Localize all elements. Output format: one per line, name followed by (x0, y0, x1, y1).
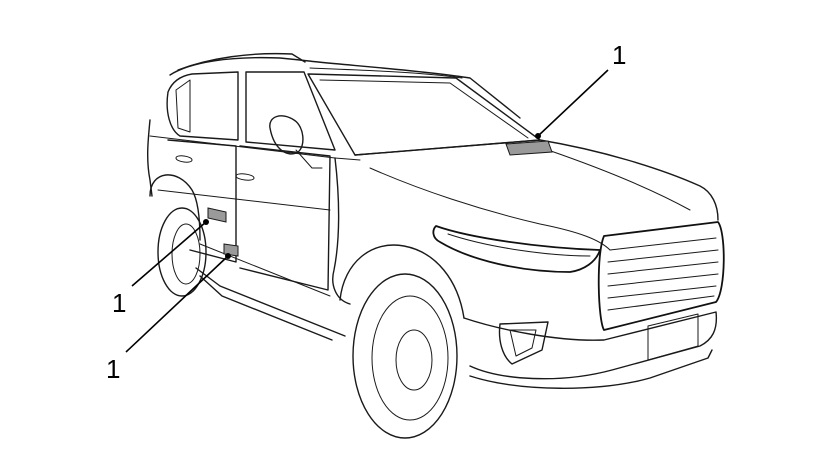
door-handle-front (235, 173, 255, 181)
front-fender (332, 157, 351, 305)
rear-wheel-inner (171, 223, 201, 285)
roof-outline (169, 56, 521, 119)
fog-light-bezel (498, 321, 549, 365)
door-front (239, 145, 331, 291)
rear-wheel-arch (149, 174, 201, 241)
leader-dot-b-pillar (203, 219, 209, 225)
windshield-label-plate (505, 140, 553, 156)
lower-bumper (469, 349, 713, 389)
leader-windshield (537, 69, 609, 137)
door-sill-label-plate (223, 243, 239, 257)
front-wheel-arch (339, 244, 465, 319)
hood-outline (354, 139, 719, 221)
side-window-rear (166, 71, 239, 141)
front-bumper (463, 311, 718, 380)
headlight-inner (447, 233, 591, 257)
leader-door-sill (125, 255, 229, 353)
grille-outer (597, 221, 725, 331)
grille-slat-5 (607, 285, 717, 299)
grille-slat-6 (607, 295, 715, 311)
grille-slat-4 (607, 273, 719, 287)
mirror-arm (295, 149, 323, 169)
hood-crease-left (369, 167, 611, 251)
roof-rail-inner (309, 67, 463, 79)
side-window-front (245, 71, 336, 151)
callout-door-sill: 1 (106, 354, 120, 384)
callout-windshield: 1 (612, 40, 626, 70)
roof-rail (177, 52, 306, 71)
b-pillar-label-plate (207, 207, 227, 223)
callout-b-pillar: 1 (112, 288, 126, 318)
front-wheel-rim (371, 295, 449, 421)
body-side-upper (147, 119, 153, 197)
hood-crease-right (547, 149, 691, 211)
rocker-panel (199, 243, 331, 297)
side-mirror (269, 115, 304, 155)
side-step (195, 267, 346, 337)
grille-slat-1 (609, 237, 717, 251)
grille-slat-3 (607, 261, 719, 275)
quarter-window (175, 79, 191, 133)
door-handle-rear (175, 155, 193, 163)
side-step-lower (199, 275, 333, 341)
leader-dot-door-sill (225, 253, 231, 259)
windshield-inner (319, 79, 529, 139)
door-crease (157, 189, 331, 211)
license-plate (647, 313, 699, 361)
rear-wheel (157, 207, 207, 297)
front-wheel (352, 273, 458, 439)
grille-slat-2 (607, 249, 719, 263)
headlight (432, 225, 601, 273)
front-wheel-hub (395, 329, 433, 391)
fog-light-inner (509, 329, 537, 357)
leader-b-pillar (131, 221, 207, 287)
leader-dot-windshield (535, 133, 541, 139)
door-rear (167, 139, 237, 263)
